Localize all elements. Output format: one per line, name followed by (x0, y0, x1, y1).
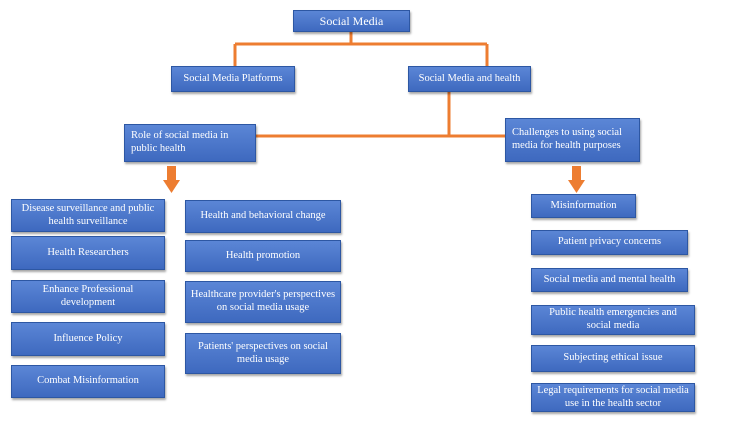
node-role-of-social-media: Role of social media in public health (124, 124, 256, 162)
item-label: Enhance Professional development (42, 283, 134, 308)
node-label: Challenges to using social media for hea… (512, 127, 622, 151)
node-challenges: Challenges to using social media for hea… (505, 118, 640, 162)
item-health-promotion: Health promotion (185, 240, 341, 272)
item-ethical-issue: Subjecting ethical issue (531, 345, 695, 372)
node-social-media-platforms: Social Media Platforms (171, 66, 295, 92)
item-label: Patients' perspectives on social media u… (198, 340, 328, 365)
arrow-down-icon (163, 166, 180, 193)
item-mental-health: Social media and mental health (531, 268, 688, 292)
item-label: Public health emergencies and social med… (549, 307, 677, 331)
item-misinformation: Misinformation (531, 194, 636, 218)
item-label: Healthcare provider's perspectives on so… (190, 289, 336, 313)
arrow-down-icon (568, 166, 585, 193)
item-legal-requirements: Legal requirements for social media use … (531, 383, 695, 412)
item-label: Health promotion (225, 249, 301, 261)
item-label: Influence Policy (53, 332, 123, 344)
item-label: Misinformation (550, 199, 617, 211)
node-label: Social Media Platforms (183, 72, 283, 84)
node-label: Role of social media in public health (131, 130, 229, 154)
item-disease-surveillance: Disease surveillance and public health s… (11, 199, 165, 232)
node-social-media: Social Media (293, 10, 410, 32)
item-label: Legal requirements for social media use … (537, 384, 689, 409)
item-label: Subjecting ethical issue (563, 352, 663, 364)
item-label: Patient privacy concerns (557, 236, 662, 248)
item-enhance-professional-development: Enhance Professional development (11, 280, 165, 313)
item-label: Social media and mental health (543, 273, 676, 285)
item-label: Health and behavioral change (200, 210, 326, 222)
item-patients-perspectives: Patients' perspectives on social media u… (185, 333, 341, 374)
item-healthcare-provider-perspectives: Healthcare provider's perspectives on so… (185, 281, 341, 323)
item-health-researchers: Health Researchers (11, 236, 165, 270)
item-influence-policy: Influence Policy (11, 322, 165, 356)
item-label: Health Researchers (47, 246, 129, 258)
item-label: Combat Misinformation (37, 375, 139, 387)
item-public-health-emergencies: Public health emergencies and social med… (531, 305, 695, 335)
node-label: Social Media and health (418, 72, 521, 84)
item-combat-misinformation: Combat Misinformation (11, 365, 165, 398)
item-patient-privacy: Patient privacy concerns (531, 230, 688, 255)
item-health-behavioral-change: Health and behavioral change (185, 200, 341, 233)
node-social-media-and-health: Social Media and health (408, 66, 531, 92)
node-label: Social Media (319, 13, 384, 28)
item-label: Disease surveillance and public health s… (21, 202, 155, 227)
